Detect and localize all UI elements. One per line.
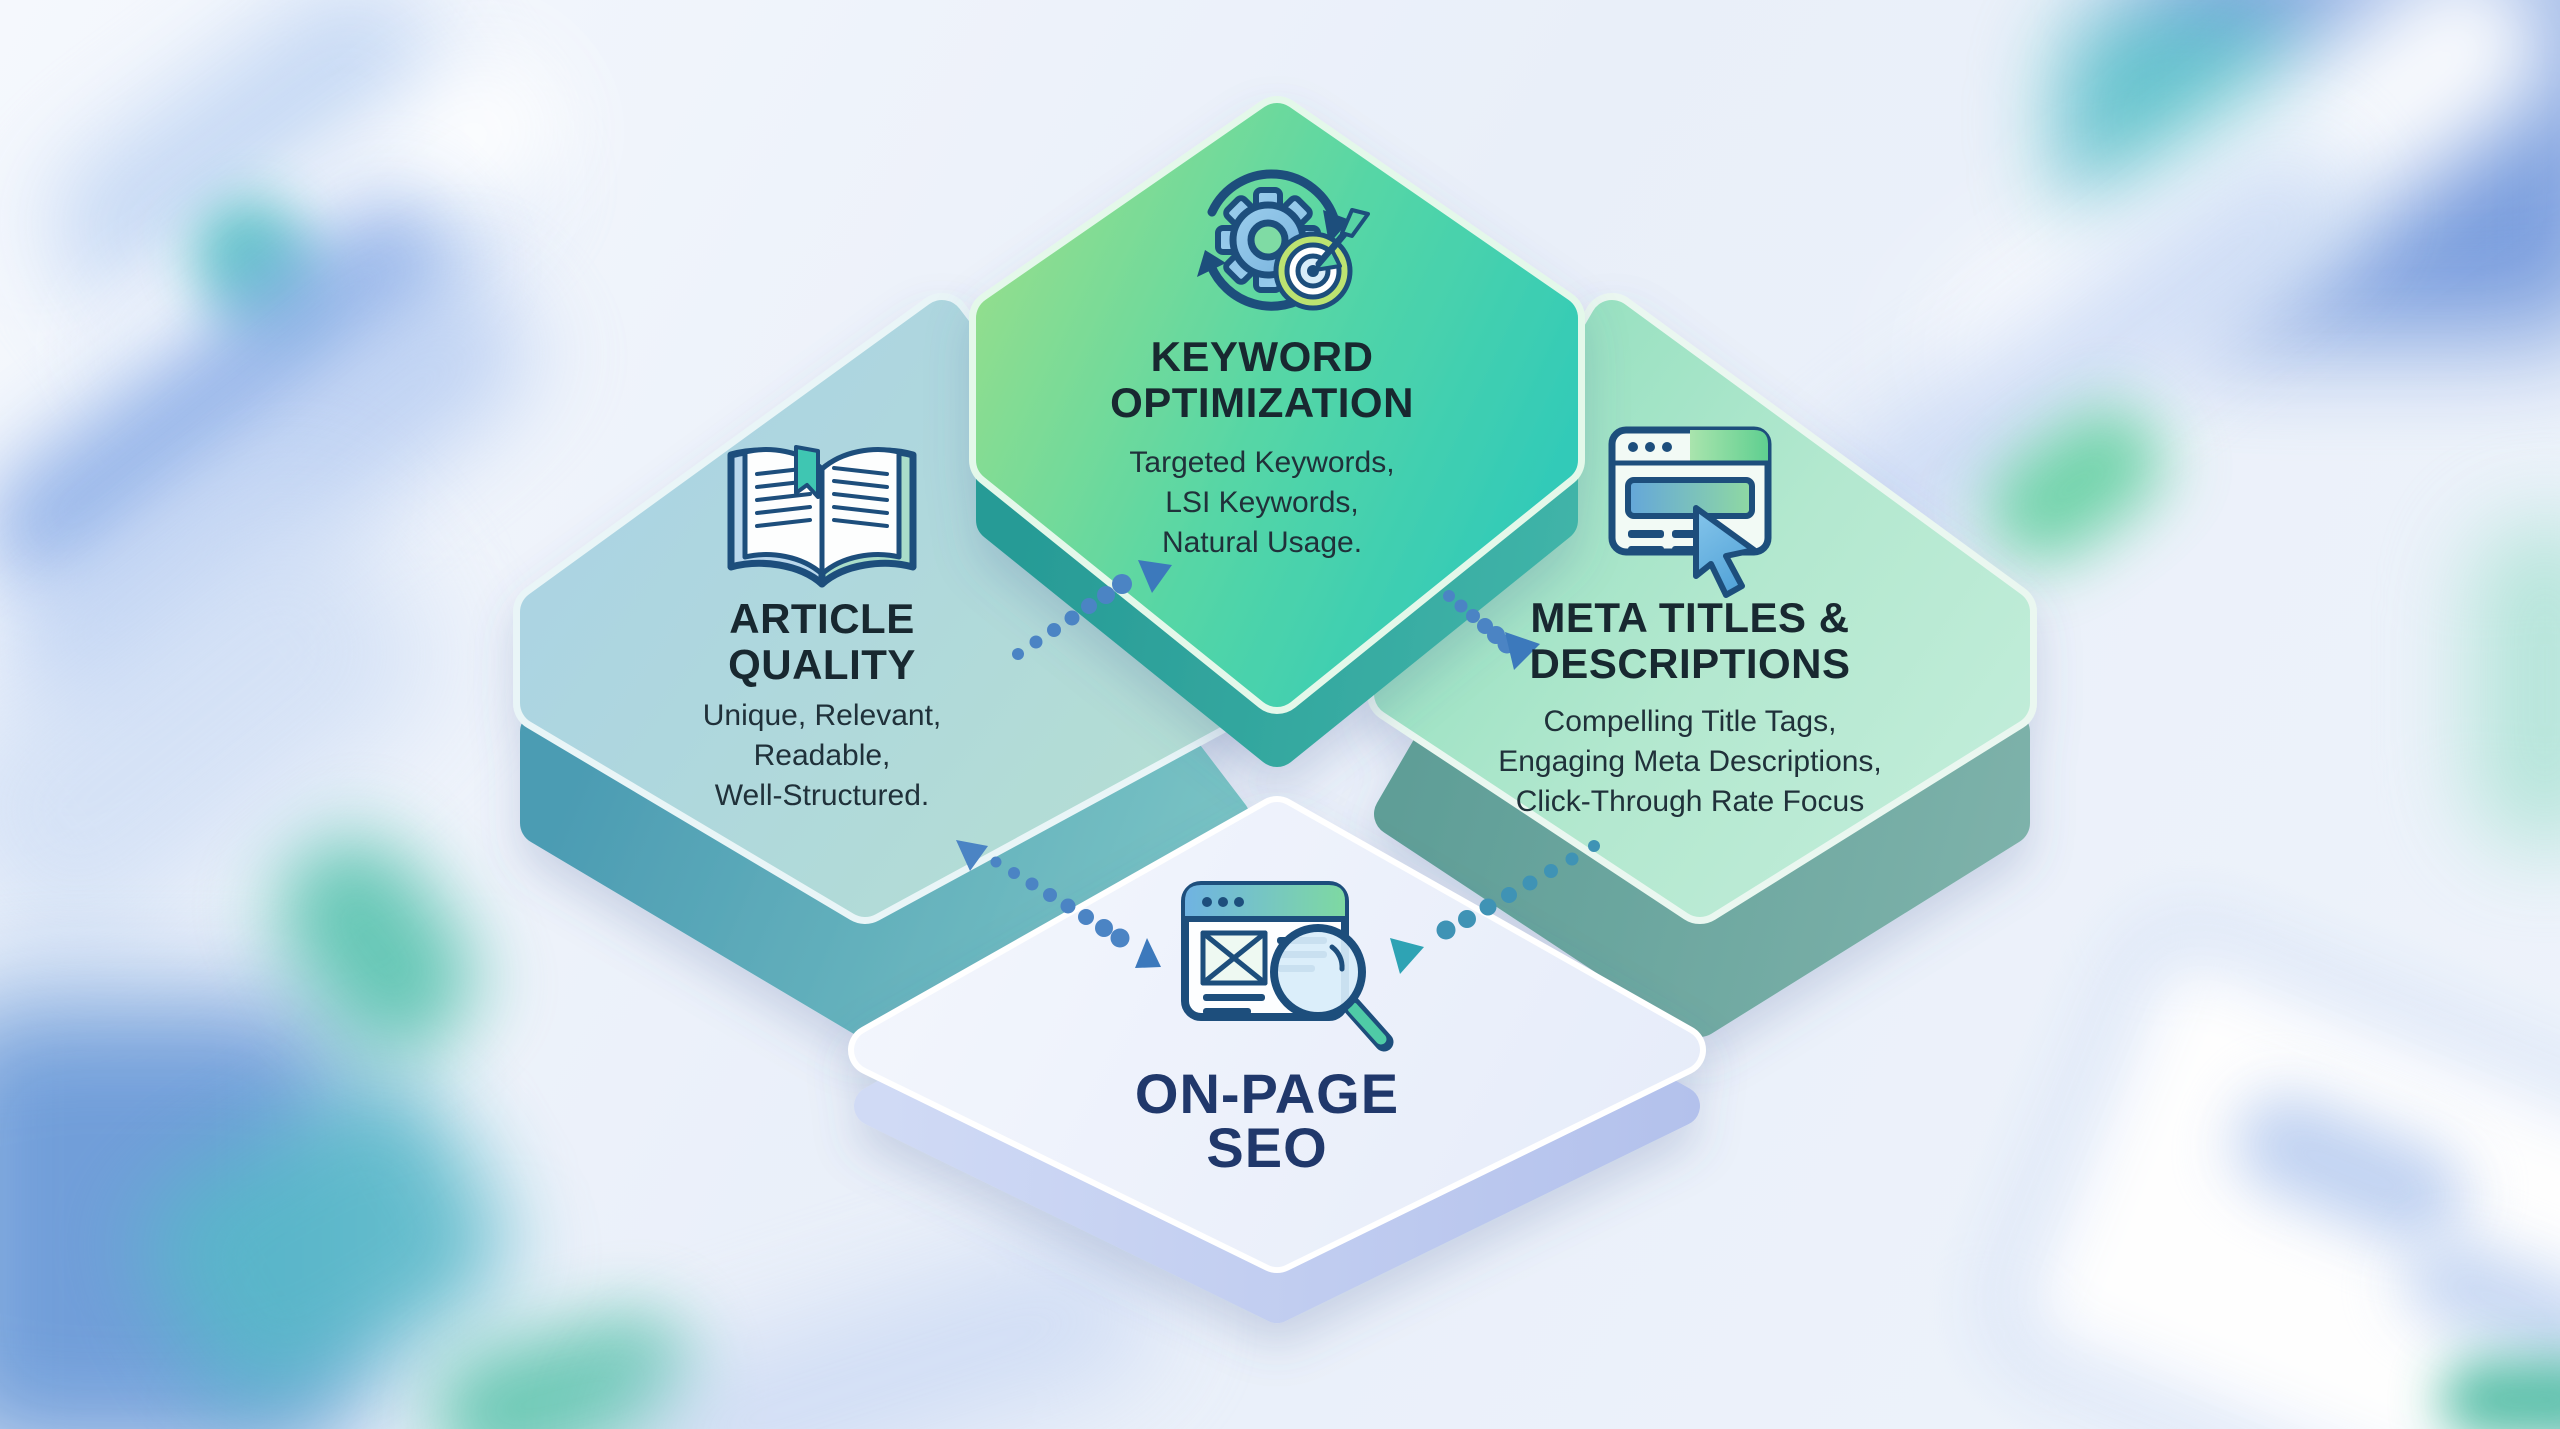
meta-titles-description: Compelling Title Tags, Engaging Meta Des… (1498, 705, 1882, 818)
keyword-hexagon-face (976, 103, 1578, 707)
keyword-optimization-title: KEYWORD OPTIMIZATION (1110, 333, 1414, 426)
arrow-keyword-to-meta (1443, 590, 1540, 670)
webpage-magnifier-icon (1181, 881, 1394, 1052)
sync-gear-target-icon (1197, 169, 1370, 311)
blur-blob (2470, 520, 2560, 850)
target-icon (1273, 208, 1370, 311)
keyword-optimization-description: Targeted Keywords, LSI Keywords, Natural… (1129, 446, 1395, 559)
browser-cursor-icon (1608, 426, 1772, 598)
arrowhead-icon (1390, 938, 1424, 974)
keyword-optimization-hexagon (969, 96, 1585, 767)
article-quality-hexagon (513, 293, 1257, 1037)
bookmark-icon (794, 445, 820, 499)
on-page-seo-tile (848, 796, 1706, 1323)
arrow-article-to-onpage (956, 840, 1161, 968)
arrow-meta-to-onpage (1390, 840, 1600, 974)
arrowhead-icon (1135, 938, 1161, 968)
cursor-icon (1693, 505, 1757, 598)
arrow-article-to-keyword (1012, 560, 1172, 660)
on-page-seo-title: ON-PAGE SEO (1134, 1062, 1400, 1179)
article-quality-description: Unique, Relevant, Readable, Well-Structu… (702, 699, 942, 812)
magnifier-icon (1270, 924, 1394, 1052)
on-page-tile-face (854, 802, 1700, 1267)
open-book-icon (727, 445, 917, 588)
arrowhead-icon (1138, 560, 1172, 593)
blur-blob (2440, 1360, 2560, 1429)
arrowhead-icon (956, 840, 988, 871)
article-quality-title: ARTICLE QUALITY (728, 595, 916, 688)
arrowhead-icon (1505, 632, 1540, 670)
meta-titles-title: META TITLES & DESCRIPTIONS (1529, 594, 1851, 687)
